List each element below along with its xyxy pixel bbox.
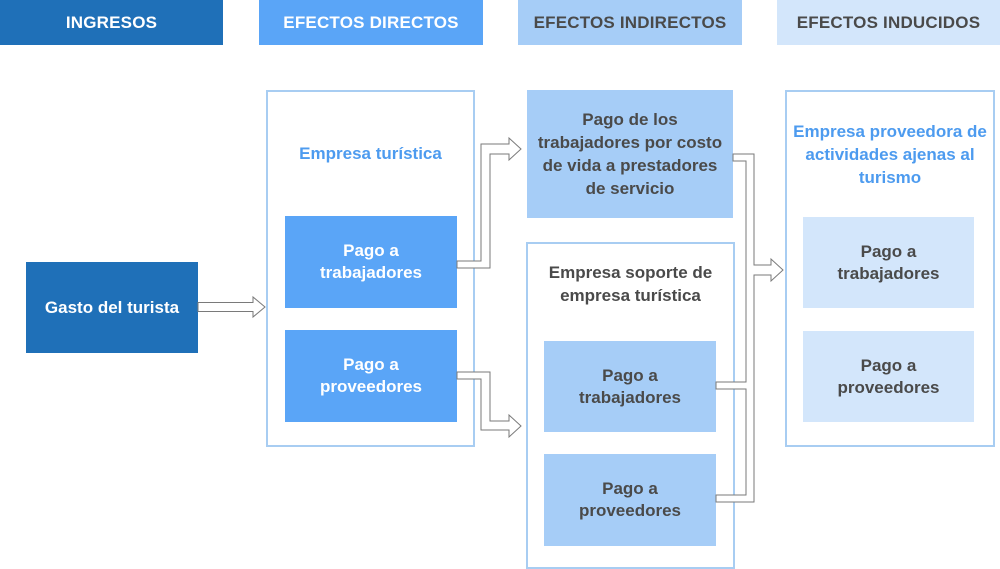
arrow-trabajadores-to-costo-vida (456, 136, 522, 269)
indirectos-pago-proveedores: Pago a proveedores (544, 454, 716, 546)
arrow-gasto-to-directos (197, 295, 266, 319)
arrow-proveedores-to-soporte (456, 371, 522, 439)
indirectos-pago-trabajadores: Pago a trabajadores (544, 341, 716, 432)
header-efectos-indirectos: EFECTOS INDIRECTOS (518, 0, 742, 45)
empresa-soporte-title: Empresa soporte de empresa turística (548, 263, 713, 305)
header-ingresos: INGRESOS (0, 0, 223, 45)
directos-pago-trabajadores: Pago a trabajadores (285, 216, 457, 308)
header-efectos-directos: EFECTOS DIRECTOS (259, 0, 483, 45)
empresa-turistica-title: Empresa turística (299, 144, 442, 163)
costo-vida-box: Pago de los trabajadores por costo de vi… (527, 90, 733, 218)
empresa-proveedora-title: Empresa proveedora de actividades ajenas… (793, 122, 987, 187)
inducidos-pago-trabajadores: Pago a trabajadores (803, 217, 974, 308)
inducidos-pago-proveedores: Pago a proveedores (803, 331, 974, 422)
arrow-indirectos-to-inducidos (715, 153, 784, 503)
gasto-turista-box: Gasto del turista (26, 262, 198, 353)
directos-pago-proveedores: Pago a proveedores (285, 330, 457, 422)
header-efectos-inducidos: EFECTOS INDUCIDOS (777, 0, 1000, 45)
